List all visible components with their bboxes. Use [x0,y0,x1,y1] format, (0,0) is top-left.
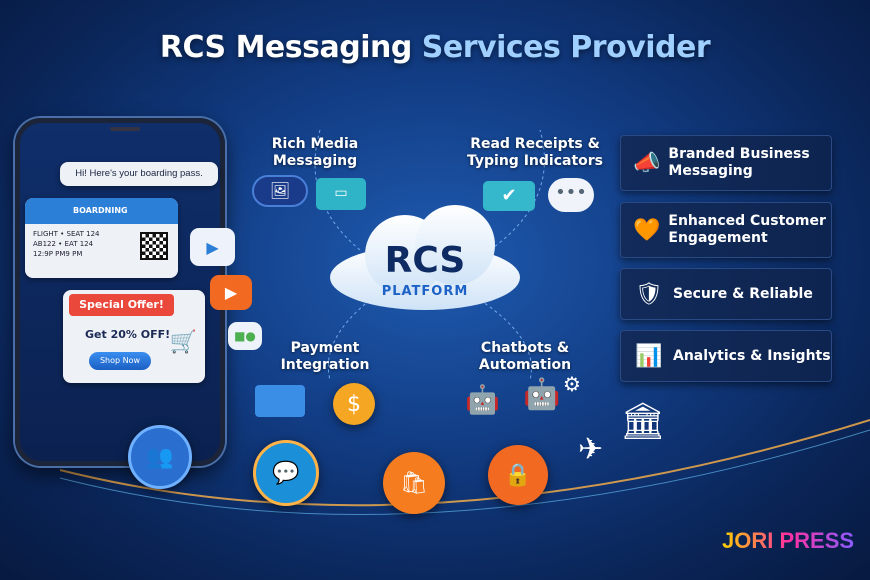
boarding-pass-card: BOARDNING FLIGHT • SEAT 124 AB122 • EAT … [25,198,178,278]
lock-icon: 🔒 [488,445,548,505]
offer-card: Special Offer! Get 20% OFF! Shop Now 🛒 [63,290,205,383]
feature-rich-media: Rich Media Messaging [271,136,359,169]
offer-tag: Special Offer! [69,294,174,316]
feature-payment: Payment Integration [280,340,370,373]
qr-code-icon [140,232,168,260]
benefit-analytics: 📊 Analytics & Insights [620,330,832,382]
flight-line: FLIGHT • SEAT 124 [33,230,100,238]
gallery-icon: ■● [228,322,262,350]
video-icon: ▶ [190,228,235,266]
platform-title: RCS [384,240,466,281]
platform-subtitle: PLATFORM [381,284,469,299]
offer-discount: Get 20% OFF! [85,328,171,341]
feature-chatbots: Chatbots & Automation [478,340,572,373]
feature-read-receipts: Read Receipts & Typing Indicators [467,136,603,169]
chat-message: Hi! Here's your boarding pass. [60,162,218,186]
media-icon: ▭ [316,178,366,210]
benefit-label: Enhanced Customer Engagement [668,213,826,246]
typing-indicator-icon: ••• [548,178,594,212]
title-part1: RCS Messaging [159,30,412,65]
shield-icon: 🛡 [635,281,663,307]
phone-notch [110,127,140,131]
cart-icon: 🛒 [169,330,197,355]
megaphone-icon: 📣 [633,150,661,176]
shopping-bag-icon: 🛍 [383,452,445,514]
benefit-branded: 📣 Branded Business Messaging [620,135,832,191]
benefit-label: Branded Business Messaging [668,146,810,179]
play-icon: ▶ [210,275,252,310]
rcs-platform-cloud: RCS PLATFORM [330,205,520,310]
image-icon: 🖼 [252,175,308,207]
checkmark-icon: ✔ [483,181,535,211]
flight-time: 12:9P PM9 PM [33,250,83,258]
bank-icon: 🏛 [620,401,666,442]
flight-number: AB122 • EAT 124 [33,240,94,248]
benefit-label: Analytics & Insights [673,347,831,364]
dollar-coin-icon: $ [333,383,375,425]
title-part2: Services Provider [421,30,711,65]
robot-icon: 🤖 [465,383,500,416]
airplane-icon: ✈ [578,432,604,467]
page-title: RCS Messaging Services Provider [0,30,870,65]
heart-chat-icon: 🧡 [633,217,661,243]
bot-assistant-icon: 🤖 [523,377,561,412]
benefit-label: Secure & Reliable [673,285,813,302]
bar-chart-icon: 📊 [635,343,663,369]
people-icon: 👥 [128,425,192,489]
logo: JORI PRESS [722,528,855,553]
benefit-engagement: 🧡 Enhanced Customer Engagement [620,202,832,258]
benefit-secure: 🛡 Secure & Reliable [620,268,832,320]
credit-card-icon [255,385,305,417]
shop-now-button[interactable]: Shop Now [89,352,151,370]
boarding-pass-header: BOARDNING [25,198,178,224]
gear-icon: ⚙ [563,372,581,396]
chat-icon: 💬 [253,440,319,506]
